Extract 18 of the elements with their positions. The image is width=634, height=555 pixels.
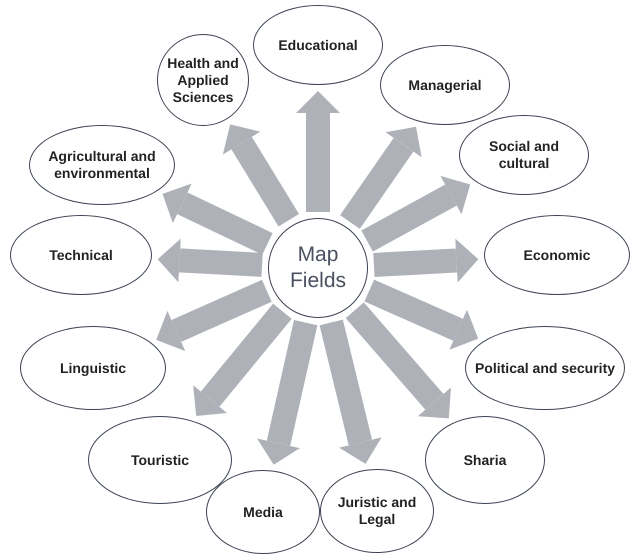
node-label: Educational (278, 36, 358, 54)
node-label: Political and security (474, 360, 616, 376)
node-label: Economic (524, 246, 590, 264)
node-label: Media (243, 504, 283, 520)
block-arrow (158, 238, 263, 282)
node-label: Linguistic (60, 360, 126, 376)
node-label: Agricultural and environmental (47, 148, 157, 182)
node-label: Health and Applied Sciences (166, 54, 240, 106)
node-label: Map Fields (288, 242, 348, 294)
node-label: Technical (49, 246, 113, 264)
node-label: Social and cultural (488, 138, 560, 172)
block-arrow (373, 238, 478, 282)
center-circle (268, 218, 368, 318)
node-label: Sharia (464, 452, 506, 468)
node-label: Managerial (408, 76, 482, 94)
node-label: Juristic and Legal (336, 494, 418, 528)
node-label: Touristic (130, 452, 190, 468)
block-arrow (162, 183, 273, 255)
